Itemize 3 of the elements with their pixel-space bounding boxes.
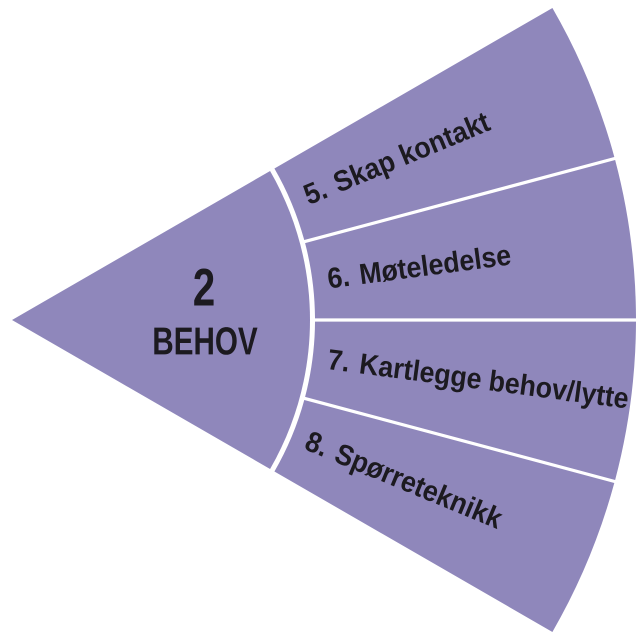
node-label: BEHOV (154, 327, 258, 355)
node-label: 2 (194, 268, 214, 306)
node-label: 6. Møteledelse (328, 248, 510, 288)
